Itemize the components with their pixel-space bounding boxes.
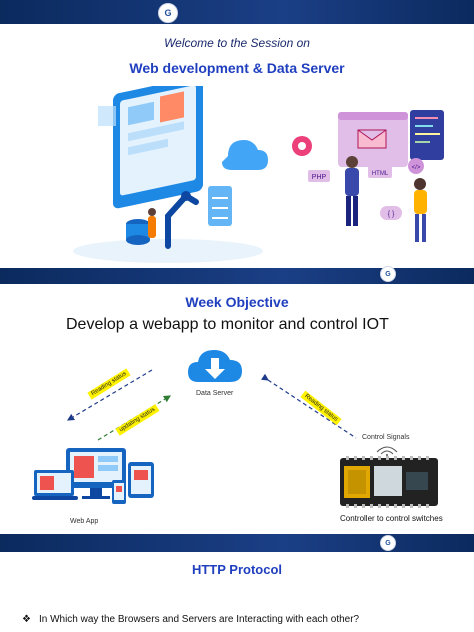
slide-welcome: Welcome to the Session on Web developmen… [0, 24, 474, 268]
web-development-illustration [73, 86, 268, 263]
web-app-label: Web App [70, 518, 99, 525]
braces-tag-text: { } [388, 211, 395, 218]
cloud-icon [222, 140, 268, 170]
divider-band-2 [0, 534, 474, 552]
developer-2-head [414, 178, 426, 190]
controller-board [340, 456, 438, 508]
slide-week-objective: Week Objective Develop a webapp to monit… [0, 284, 474, 534]
slide2-subtitle: Develop a webapp to monitor and control … [66, 316, 389, 333]
developer-1-head [346, 156, 358, 168]
code-tag-bubble [408, 158, 424, 174]
html-tag [368, 166, 392, 178]
slide2-title: Week Objective [185, 294, 289, 310]
developers-illustration: PHP HTML { } </> [292, 110, 444, 242]
braces-tag [380, 206, 402, 220]
slide-http-protocol: HTTP Protocol ❖ In Which way the Browser… [0, 552, 474, 632]
screen-panel-1 [128, 101, 154, 126]
logo-text: G [385, 539, 391, 547]
data-server-label: Data Server [196, 390, 234, 397]
bullet-icon: ❖ [22, 614, 31, 625]
control-signals-label: Control Signals [362, 434, 410, 441]
html-tag-text: HTML [372, 171, 389, 177]
screen-panel-2 [160, 91, 184, 123]
web-app-devices-illustration [32, 448, 154, 504]
bullet-text: In Which way the Browsers and Servers ar… [38, 614, 360, 625]
developer-1-body [345, 168, 359, 196]
person-figure [148, 216, 156, 238]
logo-text: G [385, 270, 391, 278]
slide3-title: HTTP Protocol [191, 562, 283, 577]
bullet-item: ❖ In Which way the Browsers and Servers … [22, 614, 359, 625]
logo-band-1: G [380, 266, 396, 282]
logo-text: G [164, 8, 172, 18]
wifi-signal-icon [376, 446, 398, 456]
mail-icon [357, 129, 387, 149]
screen-panel-3 [128, 121, 184, 142]
cloud-download-icon [188, 350, 242, 382]
code-tag-text: </> [412, 165, 421, 171]
developer-2-body [414, 190, 427, 214]
top-band [0, 0, 474, 24]
php-tag [308, 170, 330, 182]
illustration-shadow [73, 239, 263, 263]
server-rack-icon [208, 186, 232, 226]
reading-status-arrow-right [261, 373, 357, 439]
logo-top: G [158, 3, 178, 23]
controller-label: Controller to control switches [340, 514, 443, 523]
robot-arm-icon [165, 192, 199, 249]
divider-band-1 [0, 268, 474, 284]
welcome-text: Welcome to the Session on [164, 36, 310, 50]
php-tag-text: PHP [312, 174, 327, 181]
logo-band-2: G [380, 535, 396, 551]
screen-panel-4 [128, 138, 168, 156]
slide1-title: Web development & Data Server [129, 60, 345, 76]
reading-status-arrow-left [66, 369, 153, 421]
